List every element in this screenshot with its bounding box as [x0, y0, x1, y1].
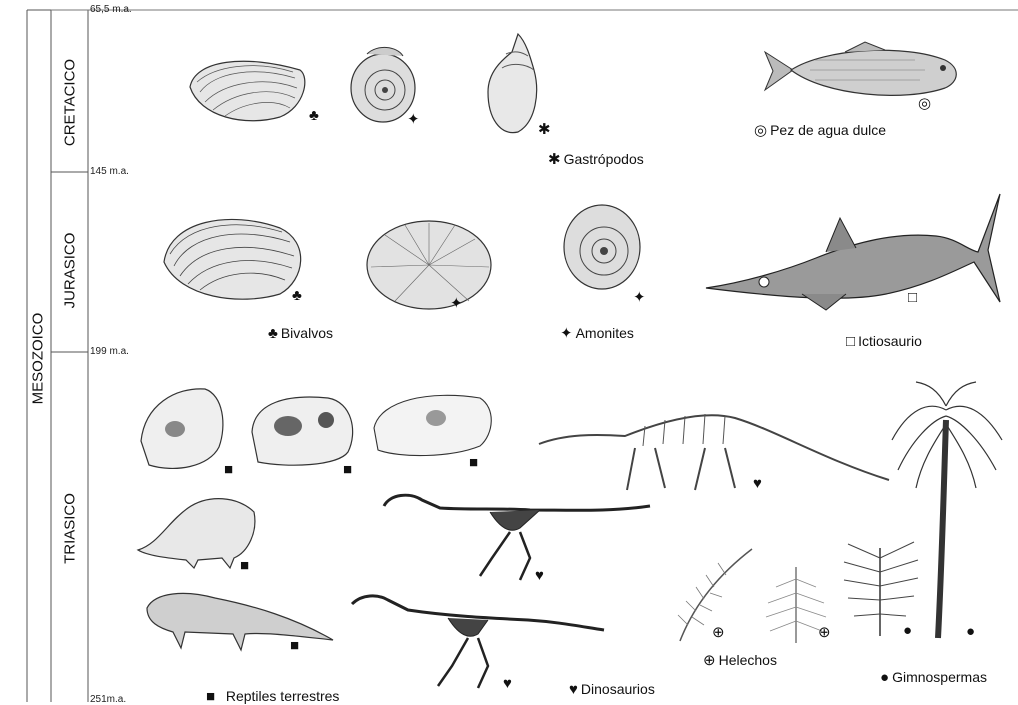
ichthyosaur-illustration [706, 190, 1002, 316]
era-label: MESOZOICO [30, 309, 47, 409]
legend-ictiosaurio-label: Ictiosaurio [858, 333, 922, 349]
reptile-skull-3 [370, 388, 498, 460]
square-marker-3: ■ [469, 455, 478, 470]
reptile-skull-1 [135, 385, 230, 475]
bivalve-fossil-jurasico [160, 210, 310, 305]
heart-marker-3: ♥ [503, 676, 512, 691]
period-label-jurasico: JURASICO [62, 221, 79, 321]
crosscircle-marker-2: ⊕ [818, 625, 831, 640]
period-label-cretacico: CRETACICO [62, 53, 79, 153]
bivalve-fossil-cretacico [185, 52, 310, 124]
legend-gimnospermas: ● Gimnospermas [880, 669, 987, 685]
star-marker-2: ✦ [450, 296, 463, 311]
asterisk-marker: ✱ [538, 122, 551, 137]
ring-icon: ◎ [754, 123, 767, 138]
legend-bivalvos: ♣ Bivalvos [268, 325, 333, 341]
dinosaur-skeleton-1 [380, 488, 652, 584]
club-marker: ♣ [309, 108, 319, 123]
dot-icon: ● [880, 670, 889, 685]
legend-dinosaurios: ♥ Dinosaurios [569, 681, 655, 697]
star-marker: ✦ [407, 112, 420, 127]
legend-gimnospermas-label: Gimnospermas [892, 669, 987, 685]
star-marker-3: ✦ [633, 290, 646, 305]
crosscircle-icon: ⊕ [703, 653, 716, 668]
square-marker-2: ■ [343, 462, 352, 477]
square-open-marker: □ [908, 290, 917, 305]
club-marker-2: ♣ [292, 288, 302, 303]
legend-ictiosaurio: □ Ictiosaurio [846, 333, 922, 349]
reptile-body-2 [145, 588, 335, 652]
legend-amonites-label: Amonites [576, 325, 634, 341]
square-marker-4: ■ [240, 558, 249, 573]
gymnosperm-tree [888, 380, 1006, 640]
age-label-cretacico: 65,5 m.a. [90, 4, 132, 15]
ammonite-fossil-jurasico-2 [560, 195, 642, 293]
asterisk-icon: ✱ [548, 152, 561, 167]
square-open-icon: □ [846, 334, 855, 349]
legend-helechos-label: Helechos [719, 652, 777, 668]
heart-icon: ♥ [569, 682, 578, 697]
sauropodomorph-skeleton [535, 400, 890, 495]
crosscircle-marker-1: ⊕ [712, 625, 725, 640]
legend-pez-label: Pez de agua dulce [770, 122, 886, 138]
club-icon: ♣ [268, 326, 278, 341]
dinosaur-skeleton-2 [348, 590, 606, 690]
square-icon: ■ [206, 689, 215, 704]
star-icon: ✦ [560, 326, 573, 341]
gastropod-fossil [482, 32, 542, 137]
square-marker-5: ■ [290, 638, 299, 653]
legend-pez: ◎ Pez de agua dulce [754, 122, 886, 138]
legend-helechos: ⊕ Helechos [703, 652, 777, 668]
heart-marker-2: ♥ [535, 568, 544, 583]
heart-marker-1: ♥ [753, 476, 762, 491]
age-label-jurasico: 145 m.a. [90, 166, 129, 177]
legend-amonites: ✦ Amonites [560, 325, 634, 341]
ring-marker: ◎ [918, 96, 931, 111]
period-label-triasico: TRIASICO [62, 479, 79, 579]
legend-bivalvos-label: Bivalvos [281, 325, 333, 341]
ammonite-fossil-jurasico-1 [365, 215, 497, 311]
legend-gastropodos: ✱ Gastrópodos [548, 151, 644, 167]
legend-gastropodos-label: Gastrópodos [564, 151, 644, 167]
square-marker-1: ■ [224, 462, 233, 477]
age-label-triasico: 199 m.a. [90, 346, 129, 357]
reptile-skull-2 [248, 392, 360, 470]
dot-marker-2: ● [966, 624, 975, 639]
age-label-bottom: 251m.a. [90, 694, 126, 705]
legend-dinosaurios-label: Dinosaurios [581, 681, 655, 697]
